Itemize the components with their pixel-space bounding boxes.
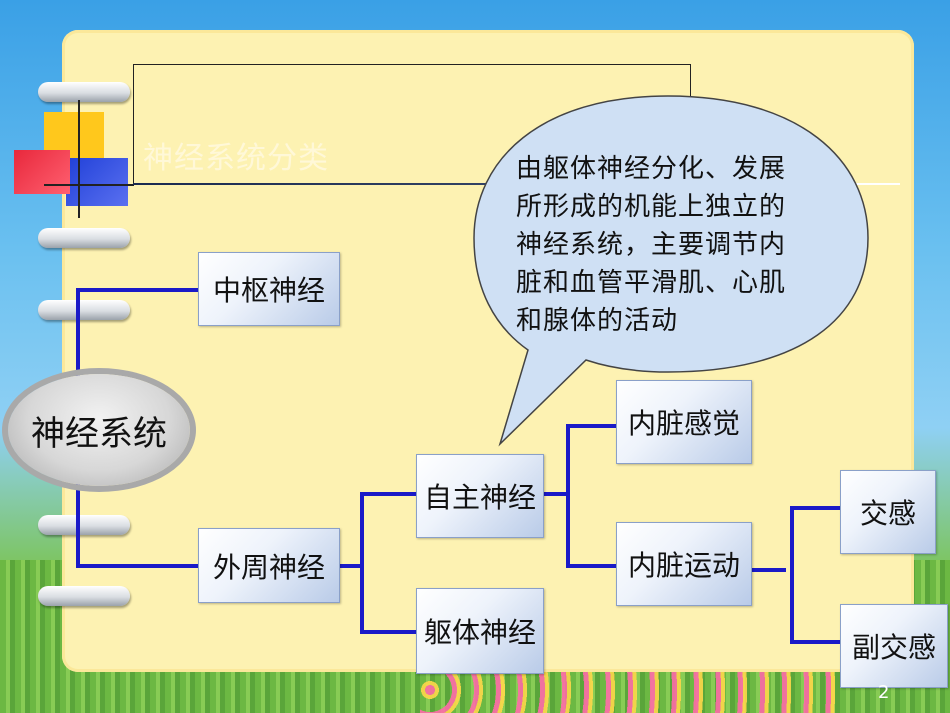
callout-line: 和腺体的活动 <box>516 306 679 336</box>
page-number: 2 <box>878 682 890 703</box>
callout-line: 脏和血管平滑肌、心肌 <box>516 268 787 298</box>
callout-bubble <box>473 95 869 447</box>
node-central: 中枢神经 <box>198 252 340 326</box>
node-visceral-sensory: 内脏感觉 <box>616 380 752 464</box>
spiral-ring <box>38 515 130 535</box>
decor-cross-horizontal <box>44 184 134 186</box>
root-node: 神经系统 <box>8 374 190 486</box>
node-peripheral: 外周神经 <box>198 528 340 603</box>
node-parasympathetic: 副交感 <box>840 604 948 688</box>
node-autonomic: 自主神经 <box>416 454 544 538</box>
callout-text: 由躯体神经分化、发展 所形成的机能上独立的 神经系统，主要调节内 脏和血管平滑肌… <box>516 150 846 340</box>
decor-blue-square <box>66 158 128 206</box>
connector-autonomic-bracket <box>566 424 616 568</box>
connector-peripheral-bracket <box>360 492 416 634</box>
node-sympathetic: 交感 <box>840 470 936 554</box>
slide-title: 神经系统分类 <box>143 141 329 176</box>
spiral-ring <box>38 82 130 102</box>
spiral-ring <box>38 586 130 606</box>
spiral-ring <box>38 228 130 248</box>
node-visceral-motor: 内脏运动 <box>616 522 752 606</box>
background-flowers <box>420 670 840 713</box>
decor-cross-vertical <box>78 100 80 218</box>
spiral-ring <box>38 300 130 320</box>
callout-line: 所形成的机能上独立的 <box>516 192 787 222</box>
node-somatic: 躯体神经 <box>416 588 544 674</box>
connector-motor-bracket <box>790 506 840 644</box>
callout-line: 神经系统，主要调节内 <box>516 230 787 260</box>
decor-red-square <box>14 150 70 194</box>
callout-line: 由躯体神经分化、发展 <box>516 154 787 184</box>
